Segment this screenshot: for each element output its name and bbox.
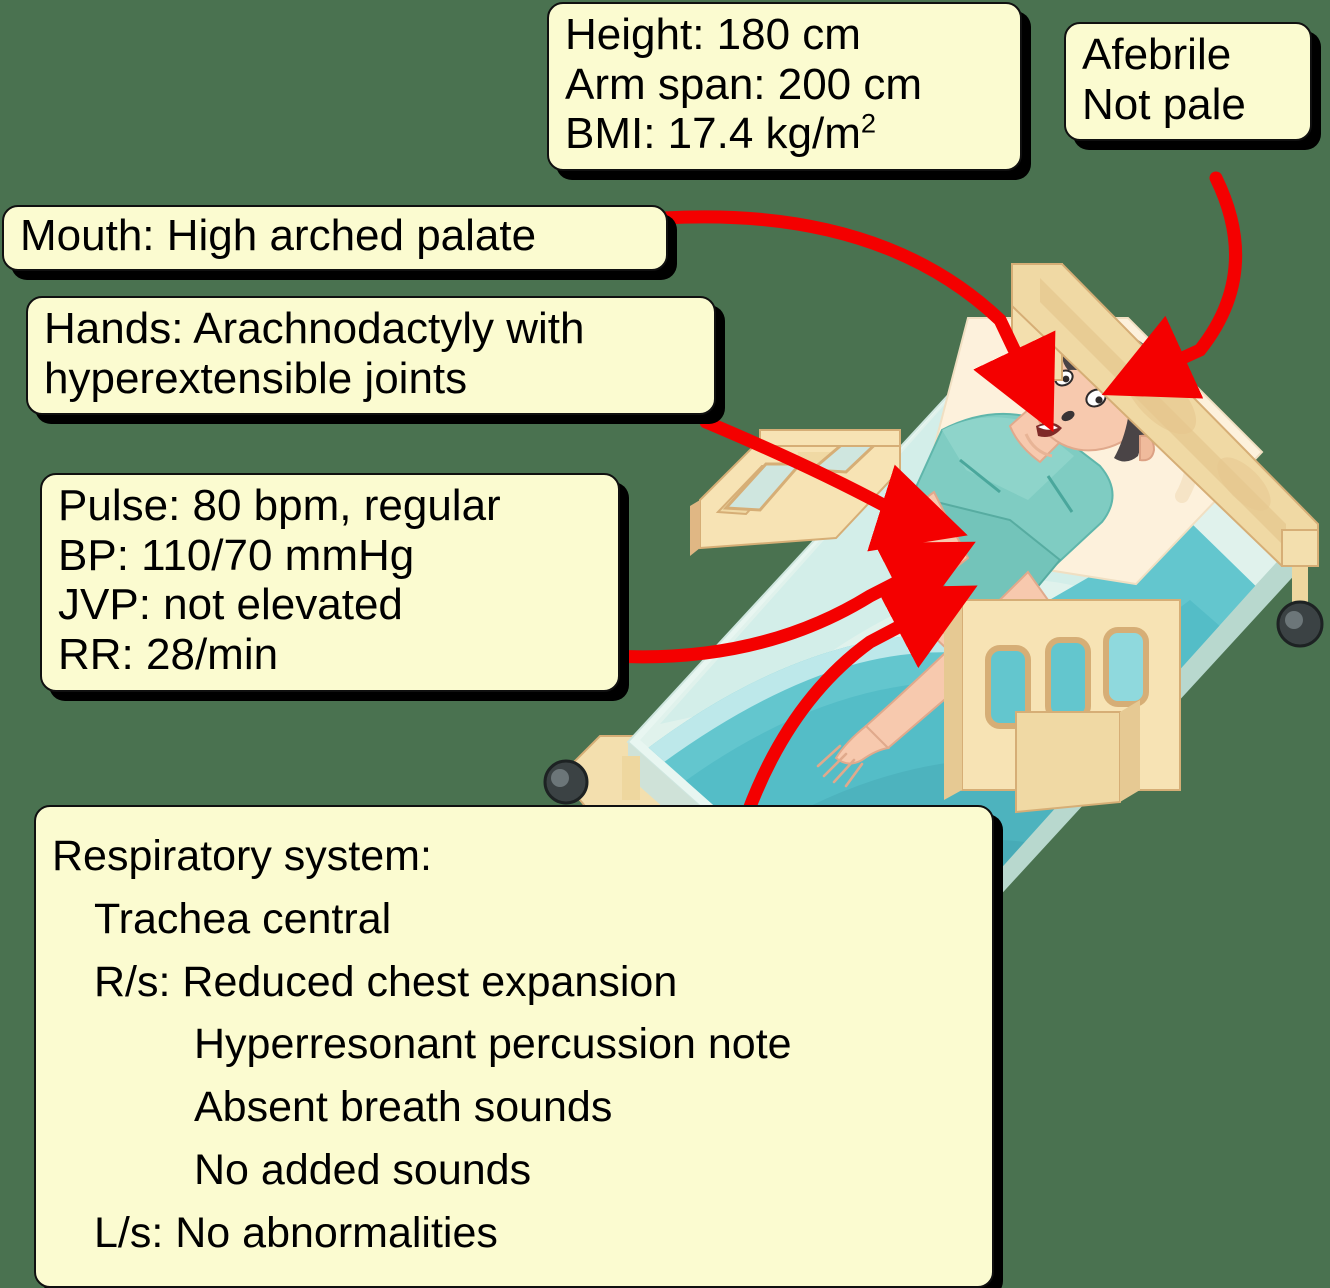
bed-footboard	[1281, 529, 1319, 567]
resp-heading: Respiratory system:	[52, 832, 432, 880]
callout-respiratory-system: Respiratory system: Trachea central R/s:…	[34, 805, 994, 1288]
callout-hands: Hands: Arachnodactyly with hyperextensib…	[26, 296, 716, 416]
vital-jvp: JVP: not elevated	[58, 580, 403, 630]
resp-added-sounds: No added sounds	[194, 1145, 532, 1194]
general-afebrile: Afebrile	[1082, 30, 1232, 79]
resp-trachea: Trachea central	[94, 894, 392, 943]
anthro-bmi-text: BMI: 17.4 kg/m	[565, 109, 861, 159]
general-not-pale: Not pale	[1082, 79, 1246, 129]
callout-general-appearance: Afebrile Not pale	[1064, 22, 1312, 142]
callout-mouth: Mouth: High arched palate	[2, 205, 668, 271]
resp-ls: L/s: No abnormalities	[94, 1208, 498, 1257]
resp-breath-sounds: Absent breath sounds	[194, 1083, 613, 1132]
bed-side-rail-lower	[944, 599, 1181, 814]
vital-pulse: Pulse: 80 bpm, regular	[58, 481, 501, 530]
vital-rr: RR: 28/min	[58, 630, 279, 680]
hands-finding-line1: Hands: Arachnodactyly with	[44, 304, 585, 353]
anthro-height: Height: 180 cm	[565, 10, 861, 59]
vital-bp: BP: 110/70 mmHg	[58, 530, 415, 580]
anthro-bmi-exponent: 2	[860, 107, 877, 139]
hands-finding-line2: hyperextensible joints	[44, 353, 468, 403]
resp-rs-expansion: R/s: Reduced chest expansion	[94, 957, 678, 1006]
mouth-finding: Mouth: High arched palate	[20, 211, 537, 260]
callout-anthropometry: Height: 180 cm Arm span: 200 cm BMI: 17.…	[547, 2, 1022, 172]
anthro-armspan: Arm span: 200 cm	[565, 59, 923, 109]
resp-percussion: Hyperresonant percussion note	[194, 1020, 792, 1069]
callout-vital-signs: Pulse: 80 bpm, regular BP: 110/70 mmHg J…	[40, 473, 620, 692]
anthro-bmi: BMI: 17.4 kg/m2	[565, 109, 1004, 159]
